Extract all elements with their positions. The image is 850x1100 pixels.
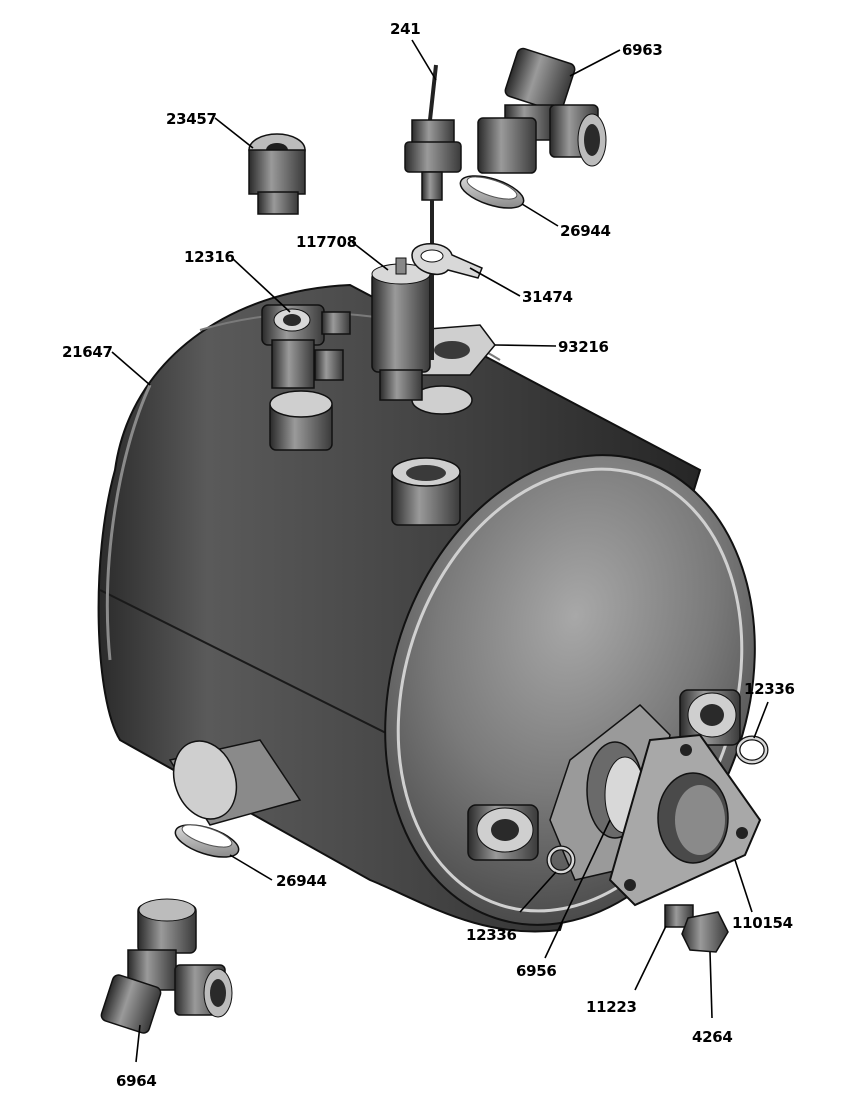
top-port-center [391,457,461,526]
o-ring-12336-right [735,735,769,765]
label-93216: 93216 [558,338,609,356]
label-110154: 110154 [732,914,793,932]
leader-110154 [734,859,753,913]
callout-labels: 241 6963 23457 26944 117708 12316 31474 … [62,20,795,1090]
label-6964: 6964 [116,1072,157,1090]
probe-241 [404,64,462,360]
leader-26944-top [521,203,559,227]
elbow-fitting-6964 [100,898,233,1034]
o-ring-12336-bottom [546,845,576,875]
leader-117708 [351,241,389,271]
leader-93216 [494,344,557,347]
top-port-left [269,390,333,451]
ring-26944-bottom [174,824,240,858]
label-11223: 11223 [586,998,637,1016]
label-21647: 21647 [62,343,113,361]
leader-21647 [111,351,151,386]
nut-4264 [681,911,729,953]
label-23457: 23457 [166,110,217,128]
end-face-port-lower [467,804,539,861]
leader-6964 [135,1024,141,1063]
label-26944-top: 26944 [560,222,611,240]
label-31474: 31474 [522,288,573,306]
label-12336-right: 12336 [744,680,795,698]
label-6956: 6956 [516,962,557,980]
bottom-side-port [168,739,302,826]
label-6963: 6963 [622,41,663,59]
leader-6963 [569,49,621,77]
leader-6956 [544,819,611,959]
end-face-port-upper [679,689,741,746]
leader-4264 [709,951,713,1019]
label-12336-bottom: 12336 [466,926,517,944]
elbow-fitting-6963 [477,47,607,174]
leader-31474 [469,267,521,297]
label-241: 241 [390,20,420,38]
sensor-117708 [371,257,431,401]
label-12316: 12316 [184,248,235,266]
leader-11223 [634,925,667,991]
leader-12316 [231,257,291,313]
leader-12336-bottom [519,871,557,913]
elbow-fitting-12316 [261,304,351,389]
leader-26944-bottom [229,854,273,881]
leader-lines [111,39,769,1063]
label-117708: 117708 [296,233,357,251]
leader-23457 [214,117,254,149]
leader-12336-right [753,701,769,739]
ring-26944-top [459,175,525,209]
washer-31474 [411,243,483,279]
label-26944-bottom: 26944 [276,872,327,890]
leader-241 [411,39,437,81]
compression-nut-23457 [248,133,306,215]
triangular-flange-110154 [608,733,762,907]
label-4264: 4264 [692,1028,733,1046]
